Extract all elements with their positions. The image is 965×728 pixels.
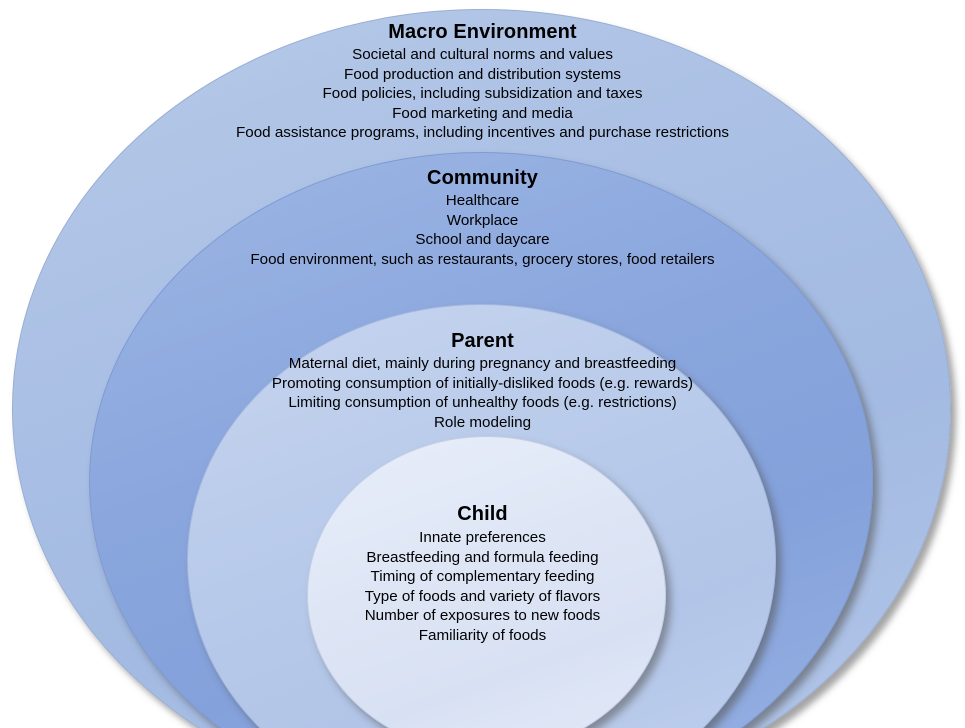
ellipse-child [307, 436, 666, 728]
